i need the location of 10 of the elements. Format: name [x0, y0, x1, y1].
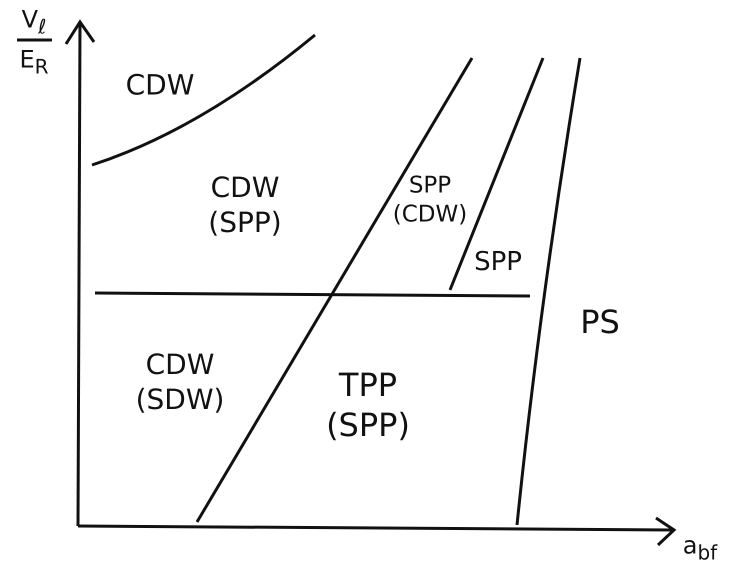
phase-label: SPP — [474, 246, 522, 278]
axis-label: E$_{R}$ — [19, 44, 49, 80]
phase-label: CDW (SDW) — [136, 347, 224, 417]
axis-label: V$_{ℓ}$ — [22, 4, 46, 40]
phase-label: CDW (SPP) — [208, 170, 282, 240]
phase-label: CDW — [126, 68, 194, 102]
axis-label: a$_{bf}$ — [682, 530, 718, 566]
phase-label: TPP (SPP) — [326, 365, 410, 445]
phase-label: PS — [580, 302, 620, 342]
phase-label: SPP (CDW) — [392, 171, 468, 229]
